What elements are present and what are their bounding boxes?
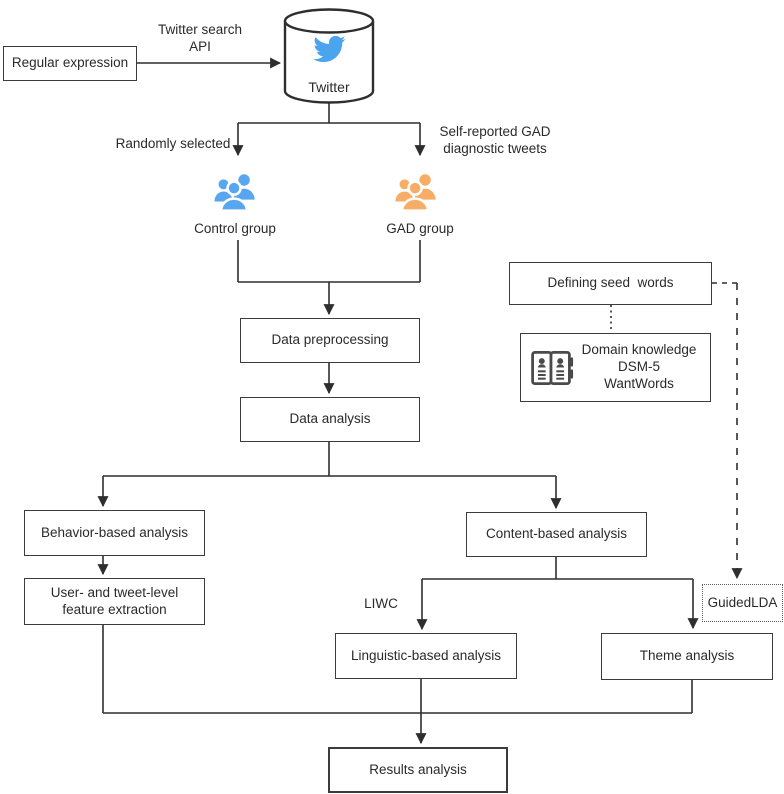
node-guided-lda: GuidedLDA: [702, 584, 783, 622]
node-content-based-analysis-label: Content-based analysis: [485, 526, 628, 542]
edge-label-twitter-search-api: Twitter search API: [157, 22, 243, 54]
node-guided-lda-label: GuidedLDA: [707, 594, 778, 610]
node-theme-analysis-label: Theme analysis: [639, 648, 735, 664]
gad-group-figure: [394, 169, 438, 213]
node-domain-knowledge: Domain knowledge DSM-5 WantWords: [520, 333, 711, 402]
address-book-icon: [531, 350, 574, 385]
twitter-db-label: Twitter: [308, 79, 350, 95]
node-data-preprocessing-label: Data preprocessing: [271, 332, 389, 348]
users-group-icon: [395, 174, 436, 212]
gad-group-caption: GAD group: [386, 221, 454, 236]
twitter-bird-icon: [313, 35, 346, 63]
node-data-analysis-label: Data analysis: [289, 411, 371, 427]
control-group-caption: Control group: [194, 221, 276, 236]
node-results-analysis-label: Results analysis: [369, 761, 467, 777]
edge-label-randomly-selected: Randomly selected: [115, 136, 231, 151]
node-data-analysis: Data analysis: [240, 397, 420, 442]
control-group-figure: [213, 169, 257, 213]
users-group-icon: [214, 174, 255, 212]
edge-label-liwc: LIWC: [364, 596, 398, 611]
node-content-based-analysis: Content-based analysis: [466, 512, 647, 557]
node-defining-seed-words: Defining seed words: [509, 262, 712, 305]
twitter-database: Twitter: [283, 8, 375, 104]
node-data-preprocessing: Data preprocessing: [240, 318, 420, 363]
node-domain-knowledge-label: Domain knowledge DSM-5 WantWords: [581, 342, 697, 391]
node-linguistic-based-analysis: Linguistic-based analysis: [335, 633, 517, 679]
node-results-analysis: Results analysis: [328, 747, 508, 793]
node-linguistic-based-analysis-label: Linguistic-based analysis: [350, 647, 502, 663]
edge-label-self-reported: Self-reported GAD diagnostic tweets: [439, 124, 551, 156]
database-cylinder-icon: [283, 8, 375, 104]
node-feature-extraction: User- and tweet-level feature extraction: [24, 578, 205, 625]
node-behavior-based-analysis: Behavior-based analysis: [24, 510, 205, 556]
node-regular-expression-label: Regular expression: [11, 55, 129, 71]
node-behavior-based-analysis-label: Behavior-based analysis: [40, 524, 189, 540]
node-feature-extraction-label: User- and tweet-level feature extraction: [50, 584, 179, 617]
node-regular-expression: Regular expression: [3, 46, 137, 81]
node-defining-seed-words-label: Defining seed words: [547, 275, 674, 291]
node-theme-analysis: Theme analysis: [601, 633, 773, 680]
